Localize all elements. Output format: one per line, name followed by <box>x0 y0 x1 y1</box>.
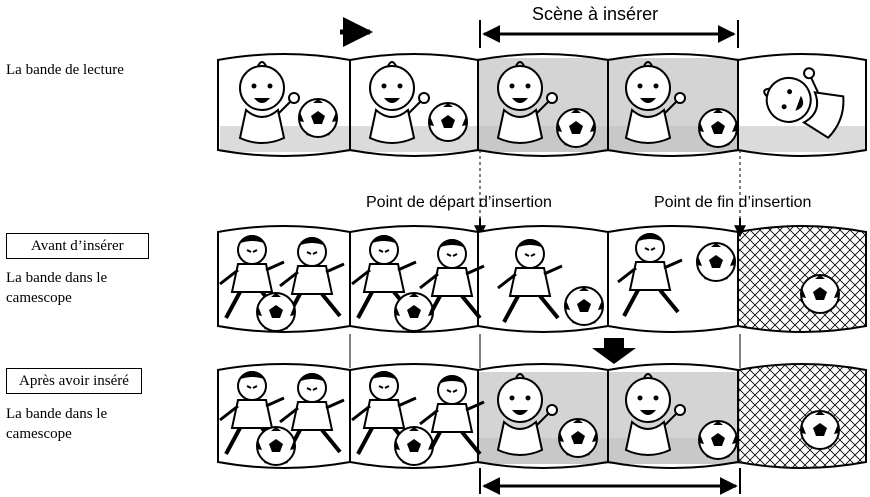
transfer-arrow <box>592 338 636 364</box>
scene-to-insert-label: Scène à insérer <box>532 4 659 24</box>
camcorder-tape-label-2-line2: camescope <box>6 426 72 442</box>
before-insert-label: Avant d’insérer <box>6 233 149 259</box>
insert-end-point-label: Point de fin d’insertion <box>654 194 812 211</box>
after-insert-strip <box>217 363 867 469</box>
before-insert-strip <box>217 225 867 333</box>
after-insert-label: Après avoir inséré <box>6 368 142 394</box>
playback-tape-label: La bande de lecture <box>6 62 124 78</box>
camcorder-tape-label-1-line2: camescope <box>6 290 72 306</box>
inserted-scene-bracket <box>479 468 741 495</box>
camcorder-tape-label-1: La bande dans le camescope <box>6 268 107 308</box>
camcorder-tape-label-1-line1: La bande dans le <box>6 270 108 286</box>
playback-tape-strip <box>217 53 867 157</box>
insert-start-point-label: Point de départ d’insertion <box>366 194 552 211</box>
scene-to-insert-bracket <box>479 20 739 48</box>
camcorder-tape-label-2: La bande dans le camescope <box>6 404 107 444</box>
camcorder-tape-label-2-line1: La bande dans le <box>6 406 108 422</box>
